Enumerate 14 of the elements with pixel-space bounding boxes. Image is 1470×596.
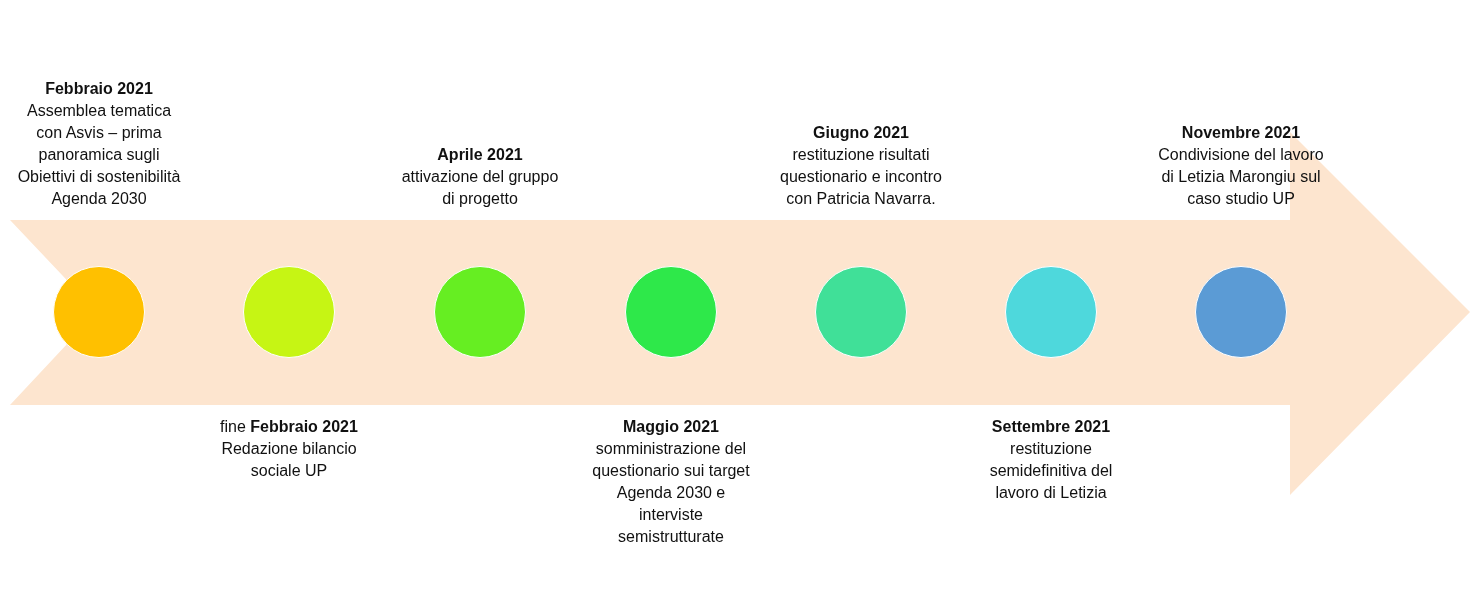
- milestone-description: restituzione semidefinitiva del lavoro di Letizia: [988, 439, 1114, 503]
- milestone-date: fine Febbraio 2021: [219, 417, 359, 437]
- milestone-date: Settembre 2021: [990, 417, 1112, 437]
- milestone-description: somministrazione del questionario sui target Agenda 2030 e interviste semistrutturate: [591, 439, 751, 547]
- milestone-date: Novembre 2021: [1180, 123, 1302, 143]
- milestone-description: Redazione bilancio sociale UP: [220, 439, 358, 481]
- milestone-description: Condivisione del lavoro di Letizia Marongiu sul caso studio UP: [1157, 145, 1325, 209]
- milestone-description: Assemblea tematica con Asvis – prima panoramica sugli Obiettivi di sostenibilità Agenda 2030: [16, 101, 182, 209]
- milestone-description: attivazione del gruppo di progetto: [400, 167, 560, 209]
- milestone-date: Febbraio 2021: [44, 79, 154, 99]
- milestone-date: Aprile 2021: [436, 145, 524, 165]
- milestone-description: restituzione risultati questionario e incontro con Patricia Navarra.: [779, 145, 943, 209]
- milestone-date: Giugno 2021: [812, 123, 910, 143]
- milestone-date: Maggio 2021: [622, 417, 720, 437]
